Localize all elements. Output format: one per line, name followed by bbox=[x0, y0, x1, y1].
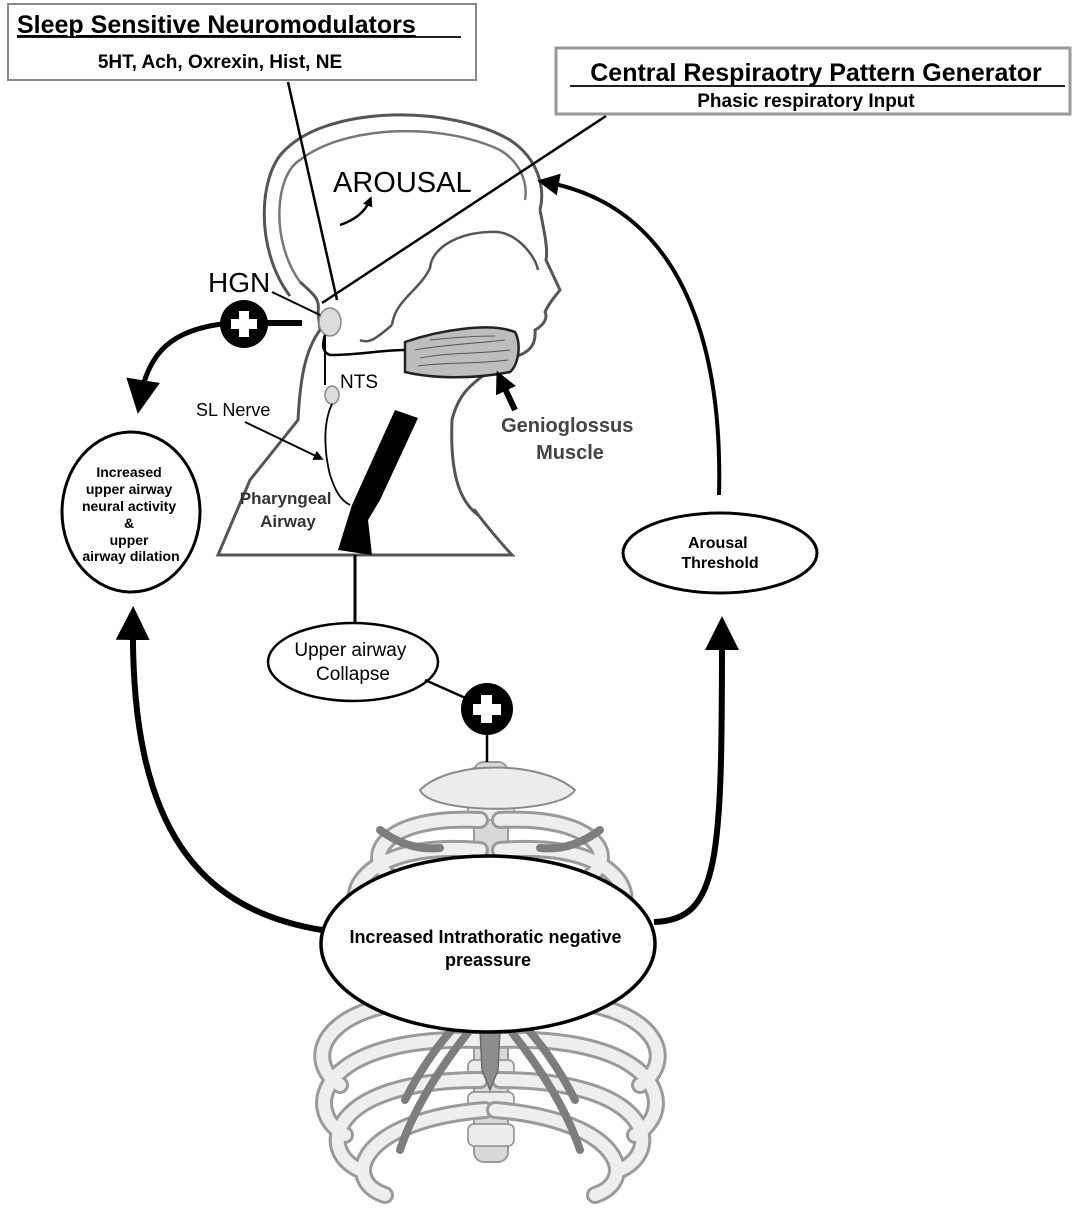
arousal-threshold-line2: Threshold bbox=[681, 555, 758, 572]
pharyngeal-label-line2: Airway bbox=[260, 512, 316, 531]
genioglossus-label: Genioglossus Muscle bbox=[501, 415, 639, 464]
collapse-line1: Upper airway bbox=[294, 640, 406, 661]
neuromodulators-list: 5HT, Ach, Oxrexin, Hist, NE bbox=[98, 52, 342, 73]
neuromodulators-pointer bbox=[288, 82, 337, 300]
hgn-label: HGN bbox=[208, 267, 270, 298]
pressure-line1: Increased Intrathoratic negative bbox=[349, 927, 621, 947]
pressure-node: Increased Intrathoratic negative preassu… bbox=[321, 856, 655, 1032]
nts-label: NTS bbox=[340, 372, 378, 393]
upper-airway-collapse-node: Upper airway Collapse bbox=[268, 623, 438, 701]
pharyngeal-airway-shape bbox=[338, 410, 418, 555]
collapse-line2: Collapse bbox=[316, 664, 390, 685]
arousal-threshold-node: Arousal Threshold bbox=[623, 513, 817, 593]
arousal-threshold-line1: Arousal bbox=[688, 535, 748, 552]
increased-activity-line4: & bbox=[124, 515, 134, 531]
cpg-title: Central Respiraotry Pattern Generator bbox=[590, 59, 1042, 87]
genioglossus-label-line1: Genioglossus bbox=[501, 415, 633, 437]
increased-activity-line3: neural activity bbox=[82, 498, 176, 514]
pressure-line2: preassure bbox=[445, 950, 531, 970]
pharyngeal-label: Pharyngeal Airway bbox=[240, 489, 336, 531]
hgn-plus-icon bbox=[220, 300, 302, 348]
cpg-box: Central Respiraotry Pattern Generator Ph… bbox=[556, 48, 1070, 114]
pharyngeal-label-line1: Pharyngeal bbox=[240, 489, 332, 508]
increased-activity-line2: upper airway bbox=[86, 481, 173, 497]
hgn-ganglion bbox=[319, 308, 341, 336]
nts-ganglion bbox=[325, 386, 339, 404]
genioglossus-muscle bbox=[405, 327, 519, 377]
increased-activity-line5: upper bbox=[110, 532, 149, 548]
neuromodulators-box: Sleep Sensitive Neuromodulators 5HT, Ach… bbox=[8, 4, 476, 80]
collapse-to-plus-line bbox=[425, 680, 470, 700]
neuromodulators-title: Sleep Sensitive Neuromodulators bbox=[17, 11, 416, 39]
hgn-to-activity-arrow bbox=[140, 324, 222, 400]
sl-nerve-label: SL Nerve bbox=[196, 400, 270, 420]
increased-activity-node: Increased upper airway neural activity &… bbox=[62, 432, 200, 592]
cpg-subtitle: Phasic respiratory Input bbox=[697, 91, 915, 112]
genioglossus-label-line2: Muscle bbox=[536, 442, 604, 464]
arousal-label: AROUSAL bbox=[333, 167, 472, 199]
increased-activity-line1: Increased bbox=[96, 464, 161, 480]
pressure-to-threshold-arrow bbox=[654, 630, 722, 922]
increased-activity-line6: airway dilation bbox=[82, 548, 179, 564]
collapse-plus-icon bbox=[461, 683, 513, 735]
